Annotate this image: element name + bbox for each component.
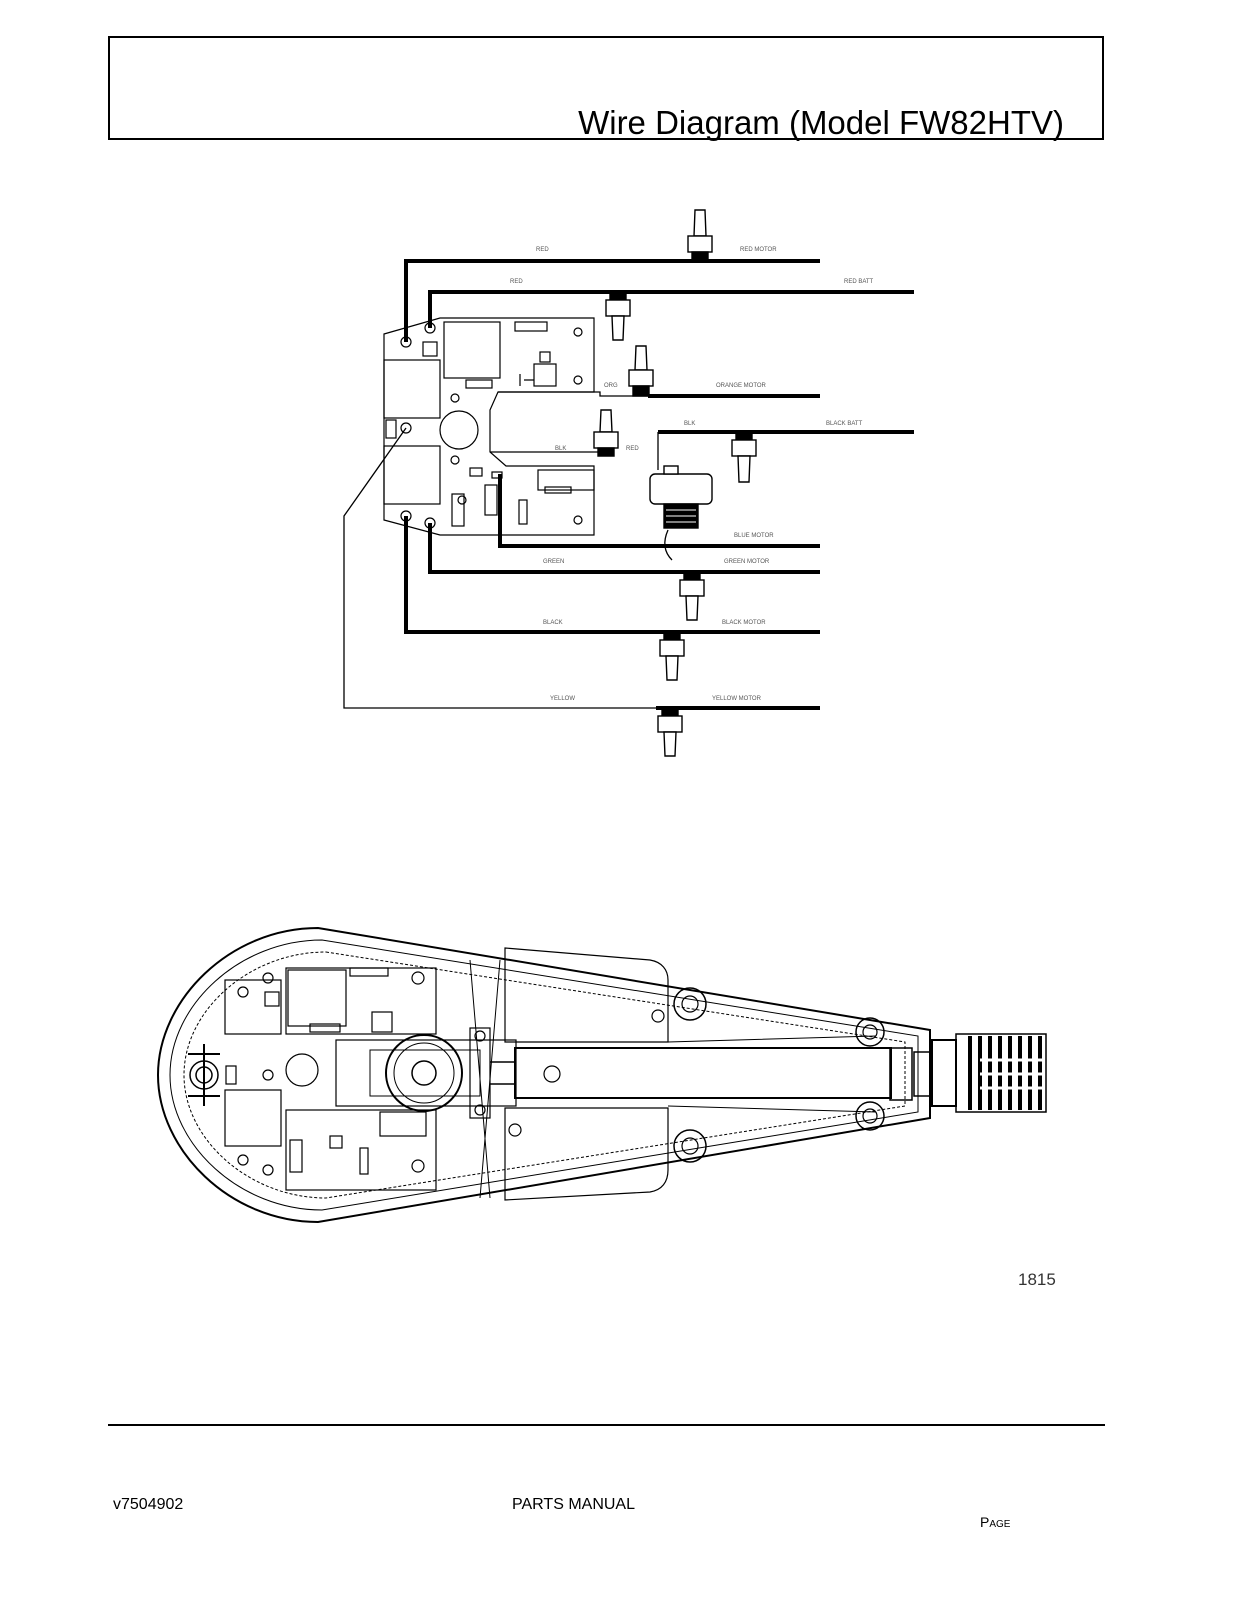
wire-blue-motor xyxy=(498,474,820,548)
page-title: Wire Diagram (Model FW82HTV) xyxy=(578,104,1064,141)
page-label: Page xyxy=(980,1514,1011,1530)
wire-red-motor xyxy=(404,259,820,342)
wire-label-left-8: BLACK xyxy=(543,620,563,626)
wire-red-batt xyxy=(428,290,914,328)
wire-label-right-9: YELLOW MOTOR xyxy=(712,696,762,702)
manual-name: PARTS MANUAL xyxy=(512,1496,635,1513)
connector-black-motor xyxy=(659,631,685,681)
connector-blk-red xyxy=(593,409,619,457)
header-box: Wire Diagram (Model FW82HTV) xyxy=(108,36,1104,141)
wire-label-left-5: BLK xyxy=(555,446,566,452)
connector-yellow-motor xyxy=(657,707,683,757)
wire-label-left-9: YELLOW xyxy=(550,696,575,702)
wire-label-left-3: ORG xyxy=(604,383,618,389)
connector-red-batt xyxy=(605,291,631,341)
wire-label-right-3: ORANGE MOTOR xyxy=(716,383,767,389)
wire-label-right-2: RED BATT xyxy=(844,279,874,285)
doc-version: v7504902 xyxy=(113,1496,184,1513)
wire-label-left-4: BLK xyxy=(684,421,695,427)
footer-rule xyxy=(108,1424,1105,1426)
wire-runs xyxy=(404,259,914,710)
connector-orange-motor xyxy=(628,345,654,397)
connector-green-motor xyxy=(679,571,705,621)
wire-label-right-4: BLACK BATT xyxy=(826,421,863,427)
wire-label-left-7: GREEN xyxy=(543,559,564,565)
connector-red-motor xyxy=(687,209,713,262)
circuit-breaker xyxy=(649,465,713,529)
wire-label-right-6: BLUE MOTOR xyxy=(734,533,774,539)
wire-label-right-5: RED xyxy=(626,446,639,452)
motor-housing-drawing xyxy=(156,926,1047,1224)
wire-label-right-7: GREEN MOTOR xyxy=(724,559,770,565)
wire-label-left-1: RED xyxy=(536,247,549,253)
wire-label-left-2: RED xyxy=(510,279,523,285)
connector-black-batt xyxy=(731,431,757,483)
wire-black-motor xyxy=(404,516,820,634)
wire-label-right-1: RED MOTOR xyxy=(740,247,777,253)
thin-wires xyxy=(343,391,673,709)
control-board xyxy=(383,317,595,536)
wire-labels: RED RED MOTOR RED RED BATT ORG ORANGE MO… xyxy=(510,247,874,702)
wire-label-right-8: BLACK MOTOR xyxy=(722,620,766,626)
figure-number: 1815 xyxy=(1018,1270,1056,1289)
